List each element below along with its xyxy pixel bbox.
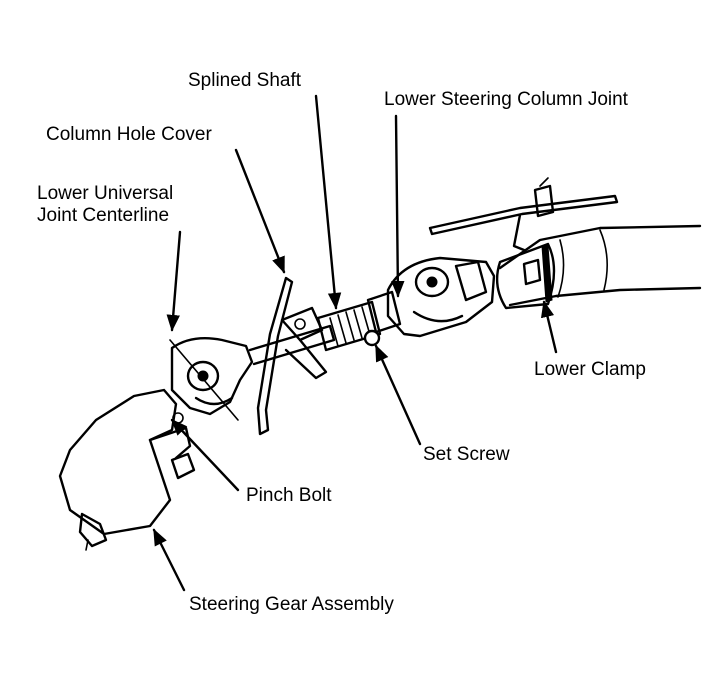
arrow-lower-steering-column-joint [391,114,405,298]
set-screw [363,329,381,347]
label-lower-universal-joint-centerline: Lower Universal Joint Centerline [37,183,174,226]
steering-column-tube [498,224,702,307]
lower-universal-joint [169,337,254,421]
lower-steering-column-joint [386,256,496,338]
column-hole-cover [256,276,328,436]
label-lower-clamp: Lower Clamp [534,359,646,380]
arrow-column-hole-cover [234,148,286,274]
label-column-hole-cover: Column Hole Cover [46,124,212,145]
arrow-pinch-bolt [170,418,240,492]
arrow-lower-clamp [540,300,558,354]
column-mounting-bracket [428,177,619,252]
arrow-steering-gear-assembly [152,528,186,592]
label-pinch-bolt: Pinch Bolt [246,485,332,506]
label-splined-shaft: Splined Shaft [188,70,302,91]
label-lower-steering-column-joint: Lower Steering Column Joint [384,89,628,110]
steering-gear-assembly [58,388,196,551]
arrow-set-screw [374,344,422,446]
arrow-lower-universal-joint-centerline [166,230,182,332]
label-set-screw: Set Screw [423,444,510,465]
splined-shaft [248,290,402,366]
arrow-splined-shaft [314,94,342,310]
lower-clamp [495,242,556,310]
leader-arrows [152,94,558,592]
label-steering-gear-assembly: Steering Gear Assembly [189,594,394,615]
